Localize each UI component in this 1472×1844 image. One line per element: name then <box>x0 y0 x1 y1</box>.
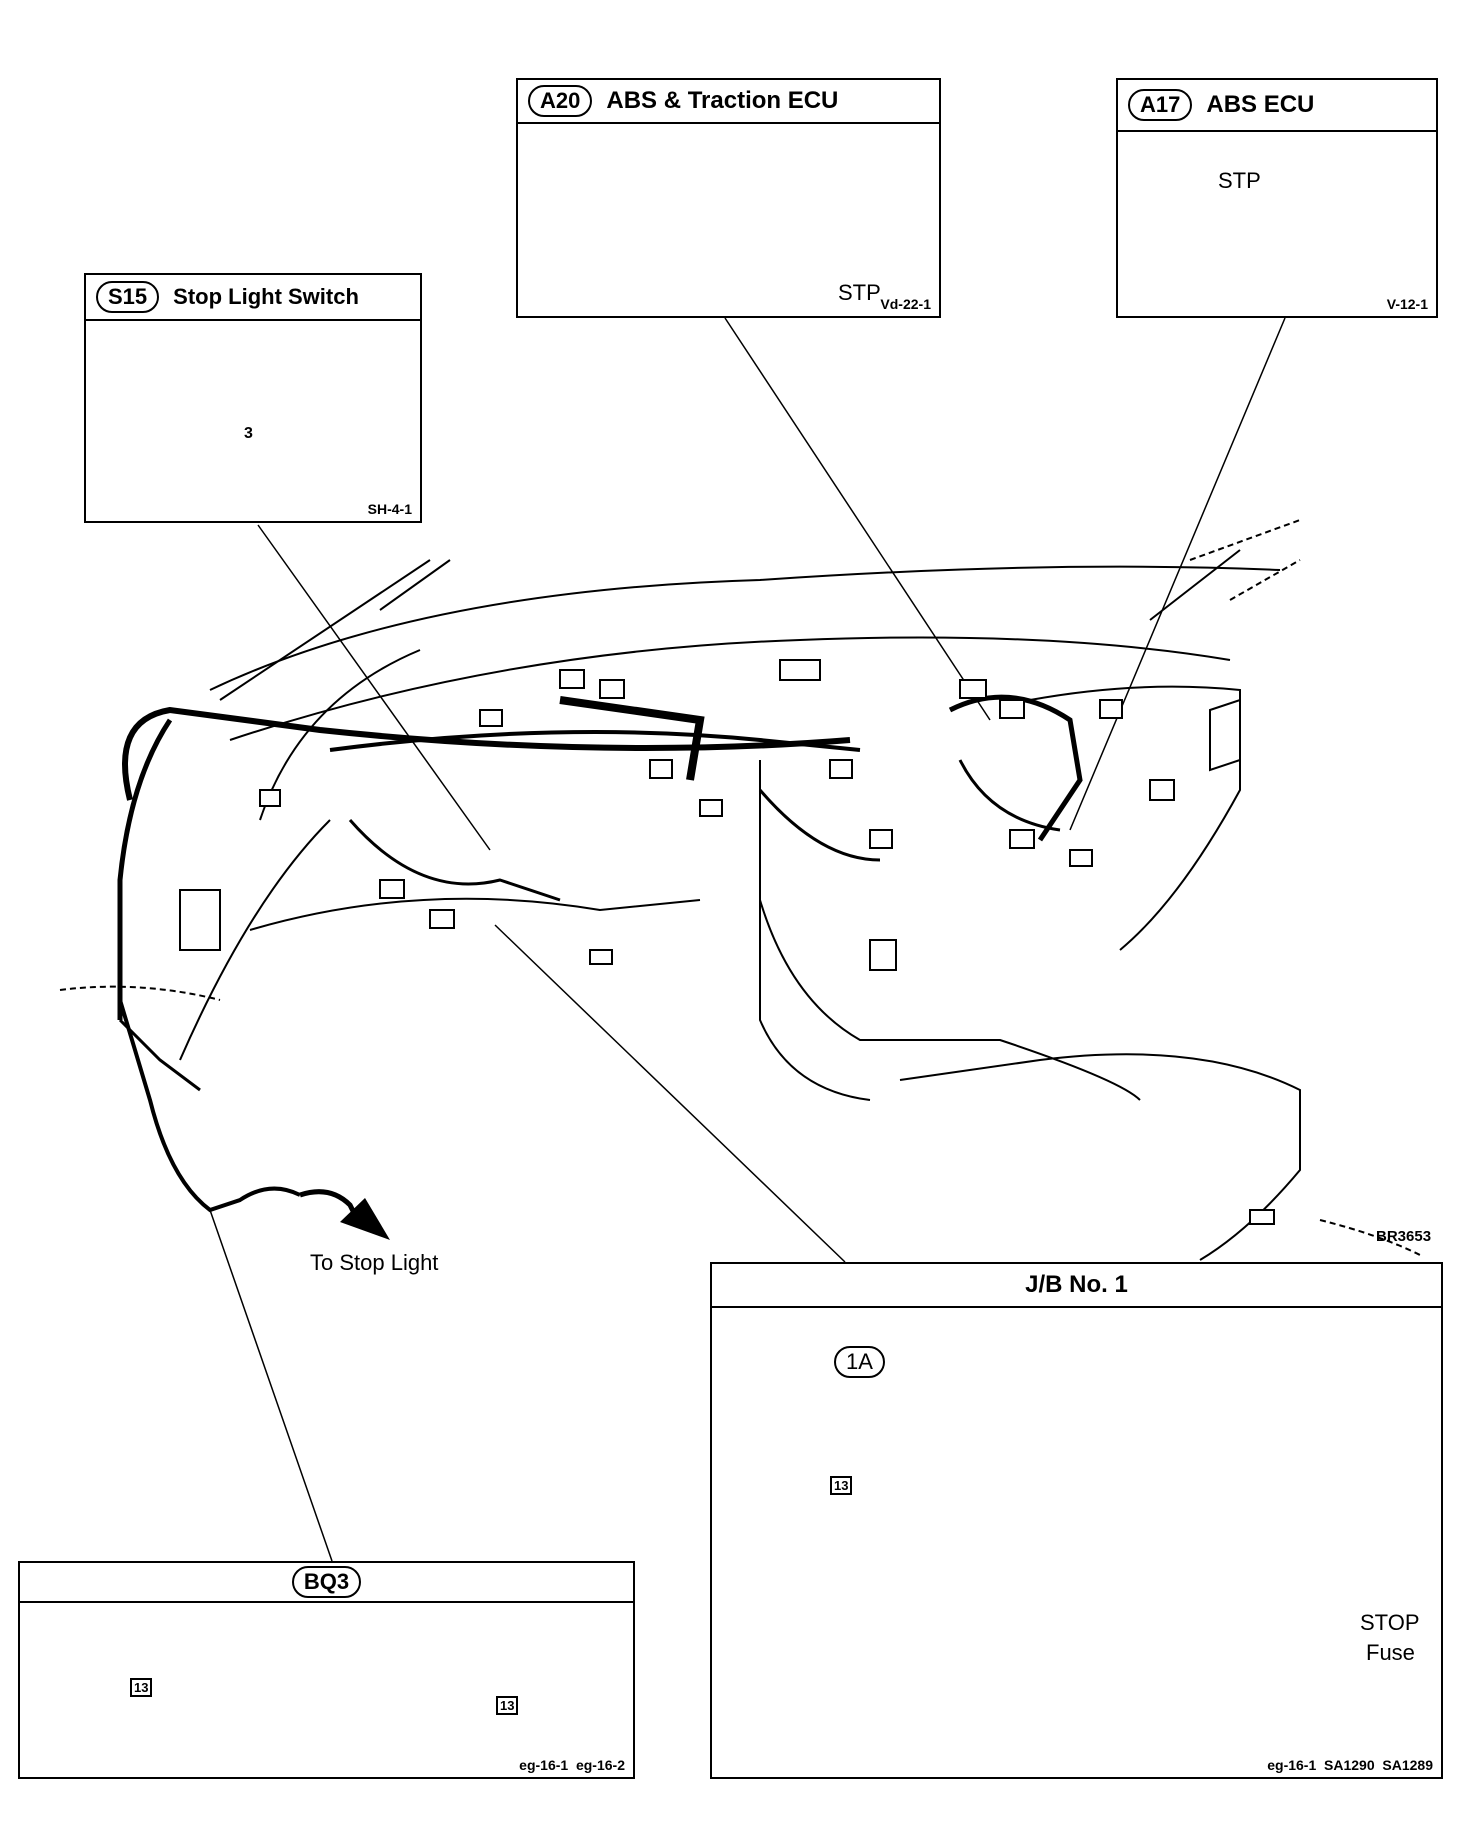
jb-fuse-label-fuse: Fuse <box>1366 1640 1415 1665</box>
connector-s15-box: S15 Stop Light Switch 3 SH-4-1 <box>84 273 422 523</box>
connector-bq3-code: eg-16-1 eg-16-2 <box>519 1757 625 1773</box>
jb-code: eg-16-1 SA1290 SA1289 <box>1267 1757 1433 1773</box>
connector-s15-pin: 3 <box>244 425 253 442</box>
connector-s15-title: Stop Light Switch <box>173 284 359 309</box>
connector-a20-box: A20 ABS & Traction ECU STP Vd-22-1 <box>516 78 941 318</box>
connector-bq3-id: BQ3 <box>291 1566 362 1598</box>
connector-a20-pin: STP <box>838 280 881 305</box>
jb-fuse-label-stop: STOP <box>1360 1610 1420 1635</box>
connector-bq3-box: BQ3 13 13 eg-16-1 eg-16-2 <box>18 1561 635 1779</box>
to-stop-light-label: To Stop Light <box>310 1250 439 1275</box>
jb-no1-box: J/B No. 1 1A 13 STOP Fuse eg-16-1 SA1290… <box>710 1262 1443 1779</box>
connector-s15-id: S15 <box>96 281 160 313</box>
connector-a17-pin: STP <box>1218 168 1261 193</box>
connector-a20-title: ABS & Traction ECU <box>606 87 839 114</box>
connector-a17-code: V-12-1 <box>1386 296 1428 312</box>
connector-s15-code: SH-4-1 <box>367 501 412 517</box>
connector-a17-title: ABS ECU <box>1206 91 1315 118</box>
connector-bq3-pin-left: 13 <box>130 1678 153 1697</box>
connector-a20-code: Vd-22-1 <box>880 296 931 312</box>
connector-a17-id: A17 <box>1128 89 1193 121</box>
jb-pin: 13 <box>830 1476 853 1495</box>
jb-connector-id: 1A <box>834 1346 885 1378</box>
jb-title: J/B No. 1 <box>1025 1271 1128 1298</box>
figure-code: BR3653 <box>1376 1228 1432 1245</box>
connector-bq3-pin-right: 13 <box>496 1696 519 1715</box>
connector-a17-box: A17 ABS ECU STP V-12-1 <box>1116 78 1438 318</box>
connector-a20-id: A20 <box>528 85 593 117</box>
